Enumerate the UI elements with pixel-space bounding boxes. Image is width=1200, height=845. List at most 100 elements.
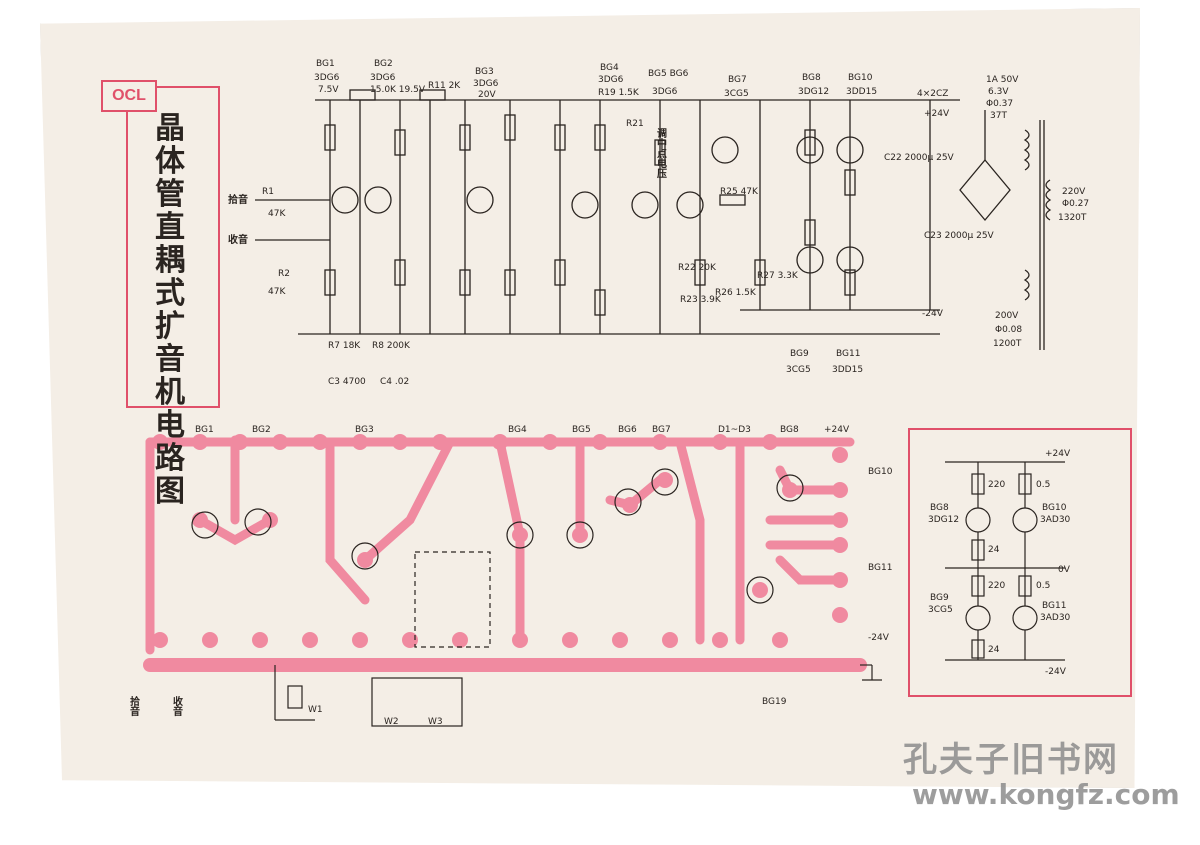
label-minus24: -24V — [922, 309, 944, 319]
label-turns-a: 37T — [990, 111, 1007, 121]
detail-label-bg8: BG8 — [930, 503, 949, 513]
label-bg5-type: 3DG6 — [652, 87, 678, 97]
pcb-label-bg4: BG4 — [508, 425, 527, 435]
pcb-label-phono: 拾音 — [128, 695, 140, 717]
label-bg11-type: 3DD15 — [832, 365, 863, 375]
pcb-label-diodes: D1~D3 — [718, 425, 751, 435]
label-r11: R11 2K — [428, 81, 461, 91]
pcb-label-bg3: BG3 — [355, 425, 374, 435]
pcb-label-radio: 收音 — [171, 695, 183, 717]
detail-label-bg10: BG10 — [1042, 503, 1067, 513]
pcb-label-w1: W1 — [308, 705, 323, 715]
label-bg11: BG11 — [836, 349, 860, 359]
label-r2: R2 — [278, 269, 290, 279]
top-labels: BG1 3DG6 7.5V BG2 3DG6 15.0K 19.5V R11 2… — [228, 59, 1089, 387]
label-wire-b: Φ0.27 — [1062, 199, 1089, 209]
label-bg1-voltage: 7.5V — [318, 85, 339, 95]
label-bg3-voltage: 20V — [478, 90, 496, 100]
label-bg5-bg6: BG5 BG6 — [648, 69, 689, 79]
label-bg2-type: 3DG6 — [370, 73, 396, 83]
label-bg2-voltage: 15.0K 19.5V — [370, 85, 426, 95]
detail-label-0v: 0V — [1058, 565, 1071, 575]
label-fuse: 1A 50V — [986, 75, 1019, 85]
label-bg9: BG9 — [790, 349, 809, 359]
label-bg7-type: 3CG5 — [724, 89, 749, 99]
detail-label-bg9: BG9 — [930, 593, 949, 603]
detail-label-minus24: -24V — [1045, 667, 1067, 677]
label-r27: R27 3.3K — [757, 271, 799, 281]
label-wire-c: Φ0.08 — [995, 325, 1022, 335]
label-r26: R26 1.5K — [715, 288, 757, 298]
detail-label-bg10-type: 3AD30 — [1040, 515, 1071, 525]
label-r19: R19 1.5K — [598, 88, 640, 98]
pcb-label-w2: W2 — [384, 717, 399, 727]
pcb-label-bg19: BG19 — [762, 697, 787, 707]
label-input-phono: 拾音 — [228, 193, 248, 206]
label-wire-a: Φ0.37 — [986, 99, 1013, 109]
label-bg3-type: 3DG6 — [473, 79, 499, 89]
output-stage-detail — [945, 461, 1065, 661]
output-stage-labels: +24V 220 0.5 BG8 3DG12 BG10 3AD30 24 0V … — [928, 449, 1071, 677]
label-bg9-type: 3CG5 — [786, 365, 811, 375]
label-c22: C22 2000μ 25V — [884, 153, 955, 163]
pcb-label-bg8: BG8 — [780, 425, 799, 435]
title-frame — [126, 86, 220, 408]
pcb-label-bg6: BG6 — [618, 425, 637, 435]
label-bg2: BG2 — [374, 59, 393, 69]
label-200v: 200V — [995, 311, 1019, 321]
label-c23: C23 2000μ 25V — [924, 231, 995, 241]
page-title: 晶体管直耦式扩音机电路图 — [155, 111, 185, 509]
label-bg7: BG7 — [728, 75, 747, 85]
label-r1-value: 47K — [268, 209, 286, 219]
label-bg4: BG4 — [600, 63, 619, 73]
pcb-label-bg2: BG2 — [252, 425, 271, 435]
label-2cz: 4×2CZ — [917, 89, 948, 99]
label-input-radio: 收音 — [228, 233, 248, 246]
label-bg4-type: 3DG6 — [598, 75, 624, 85]
label-turns-c: 1200T — [993, 339, 1022, 349]
output-stage-frame — [908, 428, 1132, 697]
label-r25: R25 47K — [720, 187, 759, 197]
label-220v: 220V — [1062, 187, 1086, 197]
pcb-label-bg1: BG1 — [195, 425, 214, 435]
label-r8: R8 200K — [372, 341, 411, 351]
label-bg1: BG1 — [316, 59, 335, 69]
pcb-label-minus24: -24V — [868, 633, 890, 643]
detail-label-bg11: BG11 — [1042, 601, 1066, 611]
watermark-name: 孔夫子旧书网 — [903, 740, 1119, 780]
label-turns-b: 1320T — [1058, 213, 1087, 223]
label-midpoint-adjust: 调中点电压 — [655, 127, 667, 179]
top-schematic — [255, 89, 1052, 350]
pcb-label-bg11: BG11 — [868, 563, 892, 573]
label-r1: R1 — [262, 187, 274, 197]
label-bg8-type: 3DG12 — [798, 87, 829, 97]
label-c3: C3 4700 — [328, 377, 366, 387]
detail-label-24b: 24 — [988, 645, 1000, 655]
label-r7: R7 18K — [328, 341, 361, 351]
pcb-label-bg7: BG7 — [652, 425, 671, 435]
detail-label-220b: 220 — [988, 581, 1005, 591]
pcb-label-w3: W3 — [428, 717, 443, 727]
watermark-url: www.kongfz.com — [912, 778, 1180, 811]
pcb-label-bg5: BG5 — [572, 425, 591, 435]
detail-label-220a: 220 — [988, 480, 1005, 490]
label-r22: R22 20K — [678, 263, 717, 273]
label-r23: R23 3.9K — [680, 295, 722, 305]
label-plus24: +24V — [924, 109, 950, 119]
label-6v3: 6.3V — [988, 87, 1009, 97]
detail-label-05a: 0.5 — [1036, 480, 1050, 490]
label-bg10: BG10 — [848, 73, 873, 83]
detail-label-bg8-type: 3DG12 — [928, 515, 959, 525]
label-bg8: BG8 — [802, 73, 821, 83]
pcb-label-plus24: +24V — [824, 425, 850, 435]
label-r21: R21 — [626, 119, 644, 129]
detail-label-bg11-type: 3AD30 — [1040, 613, 1071, 623]
pcb-label-bg10: BG10 — [868, 467, 893, 477]
label-bg3: BG3 — [475, 67, 494, 77]
detail-label-plus24: +24V — [1045, 449, 1071, 459]
detail-label-24a: 24 — [988, 545, 1000, 555]
label-bg10-type: 3DD15 — [846, 87, 877, 97]
detail-label-bg9-type: 3CG5 — [928, 605, 953, 615]
label-bg1-type: 3DG6 — [314, 73, 340, 83]
